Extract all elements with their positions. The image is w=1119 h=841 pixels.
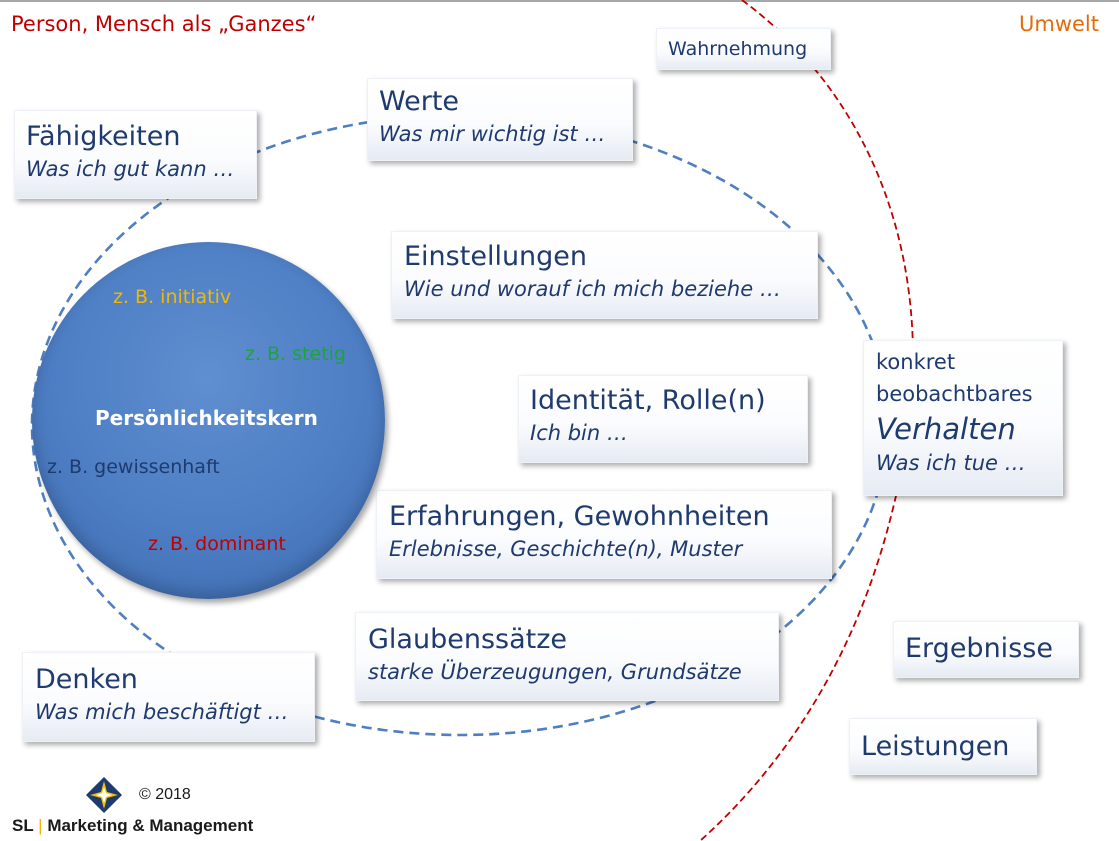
company-separator: | — [38, 816, 43, 835]
identitaet-box: Identität, Rolle(n) Ich bin … — [518, 375, 808, 463]
verhalten-box: konkret beobachtbares Verhalten Was ich … — [863, 340, 1063, 496]
environment-title: Umwelt — [1019, 12, 1099, 36]
einstellungen-title: Einstellungen — [404, 241, 588, 272]
einstellungen-subtitle: Wie und worauf ich mich beziehe … — [404, 277, 781, 301]
wahrnehmung-box: Wahrnehmung — [656, 28, 831, 70]
faehigkeiten-subtitle: Was ich gut kann … — [26, 157, 235, 181]
verhalten-line-konkret: konkret — [876, 350, 956, 374]
denken-title: Denken — [35, 664, 138, 695]
ergebnisse-box: Ergebnisse — [893, 621, 1079, 678]
verhalten-subtitle: Was ich tue … — [876, 451, 1026, 475]
personality-core-circle — [32, 242, 385, 599]
core-trait-gewissenhaft: z. B. gewissenhaft — [47, 456, 220, 478]
werte-title: Werte — [379, 86, 460, 117]
glaubenssaetze-title: Glaubenssätze — [368, 624, 567, 655]
faehigkeiten-title: Fähigkeiten — [26, 121, 181, 152]
company-marketing: Marketing & Management — [47, 816, 254, 835]
company-logo-icon — [86, 777, 122, 813]
identitaet-subtitle: Ich bin … — [530, 421, 628, 445]
denken-subtitle: Was mich beschäftigt … — [35, 700, 289, 724]
core-trait-dominant: z. B. dominant — [148, 533, 286, 555]
glaubenssaetze-subtitle: starke Überzeugungen, Grundsätze — [368, 660, 742, 684]
erfahrungen-title: Erfahrungen, Gewohnheiten — [389, 501, 770, 532]
copyright-text: © 2018 — [139, 786, 191, 803]
company-sl: SL — [12, 816, 34, 835]
leistungen-title: Leistungen — [861, 731, 1010, 762]
core-trait-stetig: z. B. stetig — [245, 343, 346, 365]
company-name: SL | Marketing & Management — [12, 816, 253, 836]
erfahrungen-subtitle: Erlebnisse, Geschichte(n), Muster — [389, 537, 743, 561]
core-trait-initiativ: z. B. initiativ — [113, 286, 232, 308]
erfahrungen-box: Erfahrungen, Gewohnheiten Erlebnisse, Ge… — [376, 490, 832, 579]
einstellungen-box: Einstellungen Wie und worauf ich mich be… — [391, 231, 818, 319]
ergebnisse-title: Ergebnisse — [905, 633, 1053, 664]
wahrnehmung-label: Wahrnehmung — [668, 38, 808, 60]
werte-box: Werte Was mir wichtig ist … — [367, 78, 633, 161]
glaubenssaetze-box: Glaubenssätze starke Überzeugungen, Grun… — [355, 612, 779, 701]
person-title: Person, Mensch als „Ganzes“ — [11, 12, 317, 36]
top-border-line — [0, 0, 1119, 2]
leistungen-box: Leistungen — [849, 718, 1037, 775]
denken-box: Denken Was mich beschäftigt … — [22, 652, 315, 742]
verhalten-title: Verhalten — [876, 412, 1016, 446]
werte-subtitle: Was mir wichtig ist … — [379, 122, 606, 146]
verhalten-line-beobachtbares: beobachtbares — [876, 382, 1033, 406]
core-title: Persönlichkeitskern — [95, 406, 318, 430]
faehigkeiten-box: Fähigkeiten Was ich gut kann … — [14, 110, 257, 199]
identitaet-title: Identität, Rolle(n) — [530, 385, 766, 416]
